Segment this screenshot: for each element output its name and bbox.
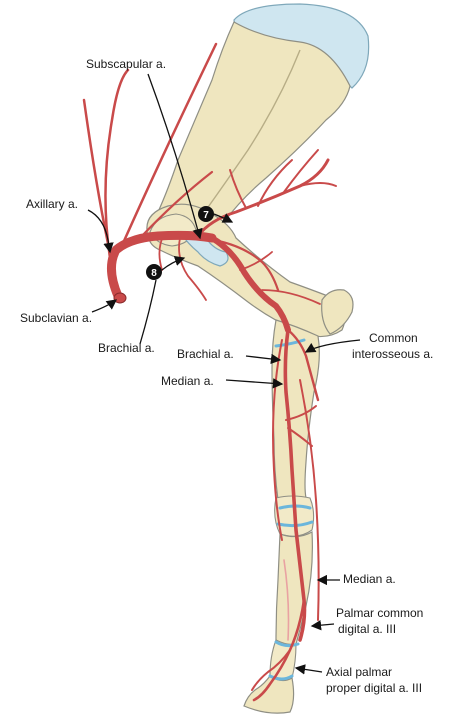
marker-8-label: 8 (151, 268, 157, 279)
leader-axillary (87, 209, 114, 254)
subscapular-branch-a (257, 159, 293, 207)
scapula (157, 21, 351, 230)
label-palmar-common-2: digital a. III (338, 622, 396, 636)
subclavian-stump (113, 292, 127, 304)
branch-small-2 (178, 237, 207, 301)
labels: Subscapular a. Axillary a. Subclavian a.… (20, 57, 433, 695)
label-common-interosseous-1: Common (369, 331, 418, 345)
dorsal-branch (118, 42, 218, 252)
elbow-joint-mark (274, 338, 306, 348)
leader-subscapular (147, 73, 203, 240)
label-median-upper: Median a. (161, 374, 214, 388)
axillary-artery (107, 230, 217, 301)
metacarpus (275, 530, 313, 646)
leader-brachial-right (245, 353, 282, 365)
label-axial-palmar-2: proper digital a. III (326, 681, 422, 695)
label-subclavian: Subclavian a. (20, 311, 92, 325)
label-common-interosseous-2: interosseous a. (352, 347, 433, 361)
hoof (243, 675, 295, 714)
leader-brachial-left (139, 279, 157, 345)
label-axillary: Axillary a. (26, 197, 78, 211)
circumflex-branch (212, 238, 280, 292)
label-subscapular: Subscapular a. (86, 57, 166, 71)
marker-8: 8 (146, 264, 162, 280)
label-median-lower: Median a. (343, 572, 396, 586)
olecranon (321, 289, 354, 335)
subscapular-branch-b (283, 149, 319, 193)
brachial-artery-trunk (209, 235, 291, 333)
branch-small-1 (158, 233, 165, 271)
label-brachial-left: Brachial a. (98, 341, 155, 355)
leader-marker-8 (161, 255, 186, 271)
collateral-branch-2 (261, 289, 321, 305)
leader-common-interosseous (304, 339, 361, 353)
pastern-joint-mark (268, 674, 294, 681)
subscapular-artery (196, 158, 330, 238)
leader-palmar-common (310, 619, 335, 631)
marker-7: 7 (198, 206, 214, 222)
leader-subclavian (91, 299, 118, 313)
metacarpal-faint-vessel (283, 559, 290, 641)
collateral-branch (239, 251, 273, 271)
radial-artery (272, 339, 283, 541)
radius (271, 319, 320, 503)
common-interosseous-artery (286, 328, 320, 402)
cranial-branch-2 (104, 68, 130, 260)
fetlock-joint-mark (274, 640, 300, 648)
leader-median-upper (225, 378, 284, 389)
palmar-common-digital-artery-iii (252, 598, 306, 702)
leader-marker-7 (213, 213, 234, 223)
leader-axial-palmar (294, 664, 323, 675)
axial-palmar-proper-digital-artery-iii (251, 649, 291, 691)
label-axial-palmar-1: Axial palmar (326, 665, 392, 679)
forearm-branch-1 (285, 405, 317, 421)
label-palmar-common-1: Palmar common (336, 606, 423, 620)
arteries (82, 42, 337, 702)
marker-7-label: 7 (203, 210, 209, 221)
leader-lines (87, 73, 361, 675)
suprascapular-branch (138, 170, 214, 240)
scapular-spine (205, 49, 301, 211)
thoracodorsal-branch (229, 169, 247, 209)
subscapular-branch-c (299, 182, 337, 187)
label-brachial-right: Brachial a. (177, 347, 234, 361)
